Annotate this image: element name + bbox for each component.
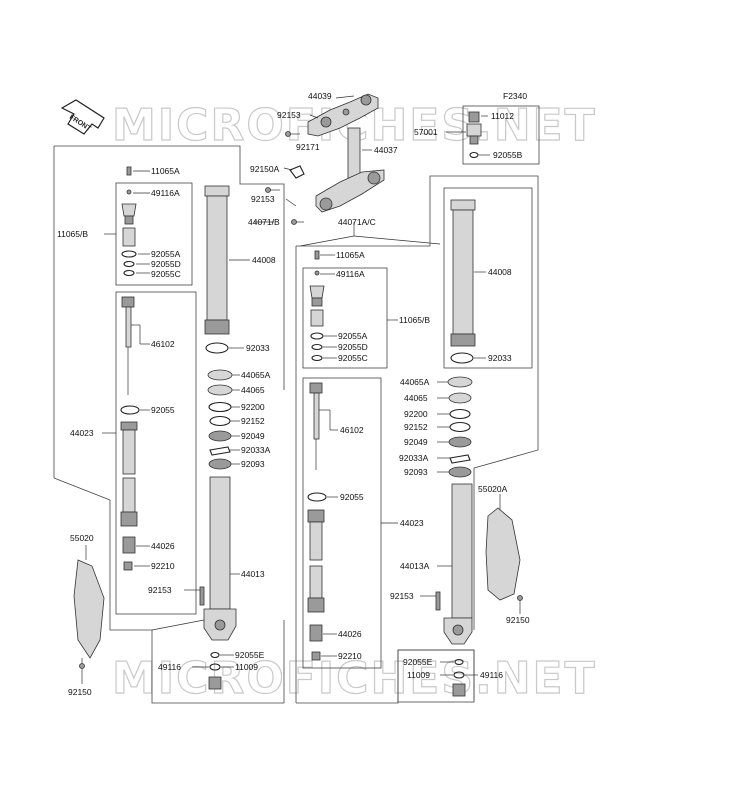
left-label-92210: 92210 — [151, 561, 175, 571]
label-44071-b: 44071/B — [248, 217, 280, 227]
right-label-92152: 92152 — [404, 422, 428, 432]
right-label-92049: 92049 — [404, 437, 428, 447]
right-label-49116: 49116 — [480, 670, 503, 680]
right-label-92200: 92200 — [404, 409, 428, 419]
left-label-92033a: 92033A — [241, 445, 271, 455]
left-label-92200: 92200 — [241, 402, 265, 412]
label-92171: 92171 — [296, 142, 320, 152]
left-label-11065b: 11065/B — [57, 229, 88, 239]
left-label-11065a: 11065A — [151, 166, 180, 176]
label-92153-mid: 92153 — [251, 194, 275, 204]
left-label-92055e: 92055E — [235, 650, 265, 660]
left-label-92150: 92150 — [68, 687, 92, 697]
right-label-92033a: 92033A — [399, 453, 429, 463]
right-label-11065b: 11065/B — [399, 315, 430, 325]
right-label-92150: 92150 — [506, 615, 530, 625]
right-label-49116a: 49116A — [336, 269, 365, 279]
right-label-44023: 44023 — [400, 518, 424, 528]
air-valve — [446, 111, 490, 159]
left-label-44026: 44026 — [151, 541, 175, 551]
steering-assembly — [254, 93, 441, 247]
left-label-49116: 49116 — [158, 662, 181, 672]
left-fork — [53, 145, 285, 704]
label-57001: 57001 — [414, 127, 438, 137]
label-92055b: 92055B — [493, 150, 523, 160]
left-label-92055d: 92055D — [151, 259, 181, 269]
label-92153-top: 92153 — [277, 110, 301, 120]
right-fork — [295, 175, 539, 704]
right-label-44013a: 44013A — [400, 561, 430, 571]
left-label-92093: 92093 — [241, 459, 265, 469]
left-label-92152: 92152 — [241, 416, 265, 426]
left-label-92055c: 92055C — [151, 269, 181, 279]
right-label-92210: 92210 — [338, 651, 362, 661]
left-label-92049: 92049 — [241, 431, 265, 441]
air-valve-box — [462, 105, 540, 165]
diagram-code: F2340 — [503, 91, 527, 101]
right-label-92055d: 92055D — [338, 342, 368, 352]
watermark-bottom: MICROFICHES.NET — [112, 653, 597, 704]
left-label-92153: 92153 — [148, 585, 172, 595]
left-label-11009: 11009 — [235, 662, 258, 672]
left-label-44023: 44023 — [70, 428, 94, 438]
right-label-92055e: 92055E — [403, 657, 433, 667]
label-44037: 44037 — [374, 145, 398, 155]
right-label-92055c: 92055C — [338, 353, 368, 363]
right-label-44026: 44026 — [338, 629, 362, 639]
front-arrow-icon: FRONT — [60, 99, 105, 135]
right-label-92093: 92093 — [404, 467, 428, 477]
right-label-44065: 44065 — [404, 393, 428, 403]
right-label-11065a: 11065A — [336, 250, 365, 260]
label-44039: 44039 — [308, 91, 332, 101]
right-label-44008: 44008 — [488, 267, 512, 277]
right-label-92033: 92033 — [488, 353, 512, 363]
right-label-92055: 92055 — [340, 492, 364, 502]
left-label-92055a: 92055A — [151, 249, 181, 259]
left-label-49116a: 49116A — [151, 188, 180, 198]
right-label-55020a: 55020A — [478, 484, 508, 494]
left-label-44065a: 44065A — [241, 370, 271, 380]
left-label-44008: 44008 — [252, 255, 276, 265]
left-label-92033: 92033 — [246, 343, 270, 353]
label-44071a-c: 44071A/C — [338, 217, 376, 227]
right-label-44065a: 44065A — [400, 377, 430, 387]
left-label-46102: 46102 — [151, 339, 175, 349]
right-label-11009: 11009 — [407, 670, 430, 680]
left-label-55020: 55020 — [70, 533, 94, 543]
right-label-92055a: 92055A — [338, 331, 368, 341]
label-11012: 11012 — [491, 111, 514, 121]
left-label-44065: 44065 — [241, 385, 265, 395]
left-label-44013: 44013 — [241, 569, 265, 579]
right-label-46102: 46102 — [340, 425, 364, 435]
right-label-92153: 92153 — [390, 591, 414, 601]
left-label-92055: 92055 — [151, 405, 175, 415]
label-92150a: 92150A — [250, 164, 280, 174]
